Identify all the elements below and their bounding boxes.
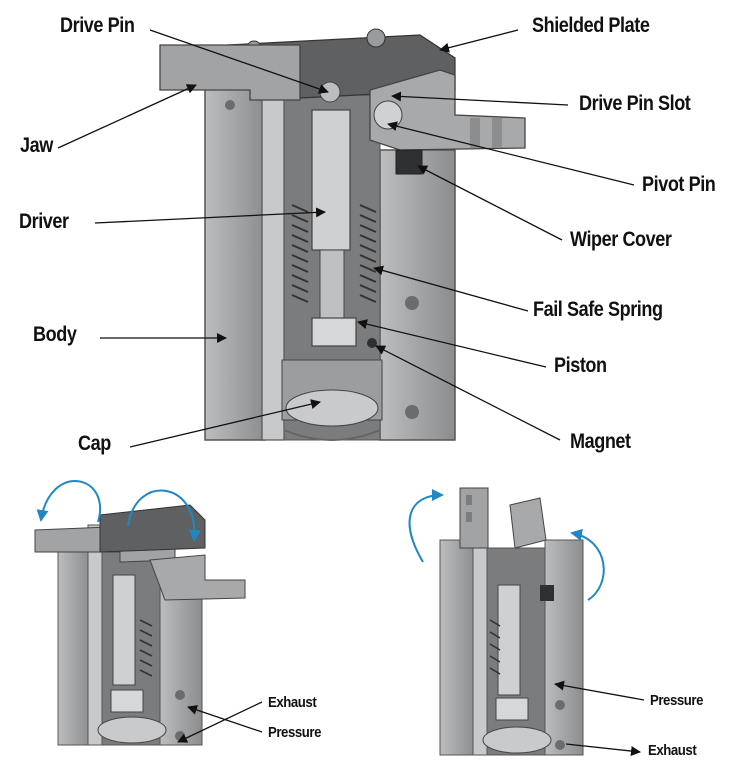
cap bbox=[285, 389, 379, 427]
main-gripper-cutaway bbox=[159, 28, 526, 441]
closed-leader-lines bbox=[554, 680, 645, 757]
label-open-exhaust: Exhaust bbox=[268, 694, 317, 711]
label-drive-pin-slot: Drive Pin Slot bbox=[579, 92, 691, 115]
piston bbox=[311, 317, 357, 347]
label-fail-safe-spring: Fail Safe Spring bbox=[533, 298, 663, 321]
open-gripper bbox=[34, 480, 246, 746]
rotate-close-left-arrow bbox=[408, 489, 444, 563]
label-magnet: Magnet bbox=[570, 430, 631, 453]
body-left-wall bbox=[204, 79, 266, 441]
label-piston: Piston bbox=[554, 354, 607, 377]
label-cap: Cap bbox=[78, 432, 111, 455]
label-drive-pin: Drive Pin bbox=[60, 14, 135, 37]
label-body: Body bbox=[33, 323, 77, 346]
driver-rod bbox=[311, 109, 351, 251]
leader-lines bbox=[57, 29, 635, 448]
label-closed-pressure: Pressure bbox=[650, 692, 703, 709]
body-right-wall bbox=[379, 149, 456, 441]
label-shielded-plate: Shielded Plate bbox=[532, 14, 650, 37]
label-open-pressure: Pressure bbox=[268, 724, 321, 741]
label-pivot-pin: Pivot Pin bbox=[642, 173, 716, 196]
label-driver: Driver bbox=[19, 210, 69, 233]
right-jaw bbox=[369, 69, 526, 151]
label-closed-exhaust: Exhaust bbox=[648, 742, 697, 759]
label-wiper-cover: Wiper Cover bbox=[570, 228, 672, 251]
closed-gripper bbox=[408, 487, 605, 756]
rotate-open-right-arrow bbox=[127, 489, 201, 542]
rotate-open-left-arrow bbox=[36, 480, 101, 523]
rotate-close-right-arrow bbox=[570, 528, 605, 601]
label-jaw: Jaw bbox=[20, 134, 53, 157]
open-leader-lines bbox=[177, 701, 263, 743]
